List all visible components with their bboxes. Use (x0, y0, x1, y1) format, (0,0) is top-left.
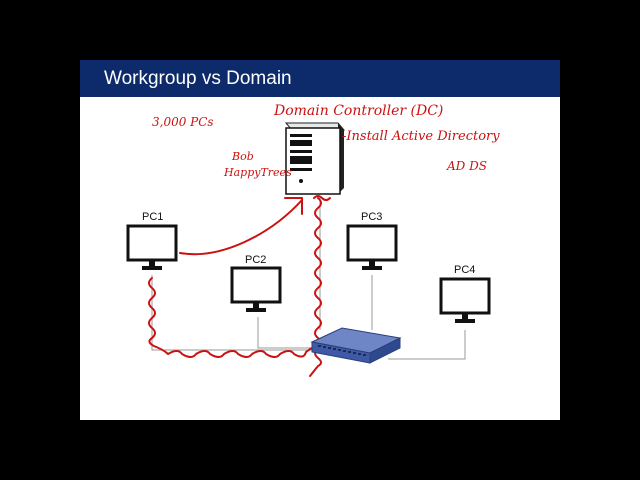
link-pc4-switch (388, 330, 466, 360)
ink-cables (148, 195, 331, 377)
pc3-label: PC3 (361, 211, 382, 223)
ink-wave-under-dc (313, 195, 331, 201)
link-pc2-switch (257, 317, 312, 349)
user-first-name-annotation: Bob (231, 150, 254, 163)
user-last-name-annotation: HappyTrees (223, 166, 292, 179)
ink-arrow-pc1-to-dc (179, 199, 303, 256)
pc4-monitor-icon (439, 277, 491, 323)
install-annotation: -Install Active Directory (342, 129, 500, 144)
pc1-monitor-icon (126, 224, 178, 270)
pc1-label: PC1 (142, 211, 163, 223)
pc2-monitor-icon (230, 266, 282, 312)
ink-cable-pc1-to-switch (148, 277, 321, 358)
slide: Workgroup vs Domain (80, 60, 560, 420)
pc3-monitor-icon (346, 224, 398, 270)
pc2-label: PC2 (245, 254, 266, 266)
network-diagram: PC1 PC2 PC3 PC4 3,000 PCs Domain Control… (126, 103, 500, 377)
connection-lines (151, 196, 466, 360)
pc4-label: PC4 (454, 264, 475, 276)
link-pc1-switch (151, 275, 312, 351)
ad-ds-annotation: AD DS (446, 159, 487, 173)
domain-controller-annotation: Domain Controller (DC) (273, 103, 443, 119)
network-switch-icon (310, 327, 402, 364)
title-bar: Workgroup vs Domain (80, 60, 560, 97)
ink-arrowhead (284, 197, 303, 215)
server-tower-icon (284, 122, 346, 195)
pc-count-annotation: 3,000 PCs (152, 115, 214, 129)
slide-title: Workgroup vs Domain (104, 68, 292, 89)
